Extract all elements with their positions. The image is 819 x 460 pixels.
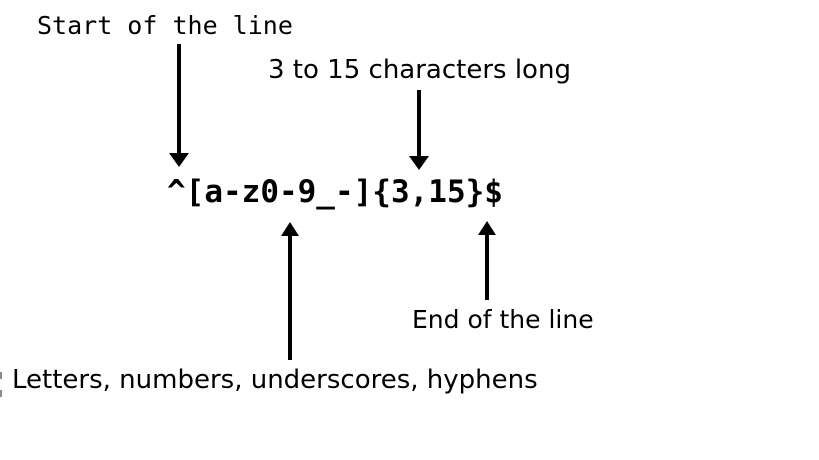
arrow-length-to-quantifier-head-icon [409,156,429,170]
left-edge-artifact [0,372,2,379]
arrow-start-to-caret-head-icon [169,153,189,167]
arrow-charclass-to-class-line [288,235,292,360]
label-end-of-line: End of the line [412,305,594,334]
arrow-length-to-quantifier-line [417,90,421,157]
arrow-end-to-dollar-head-icon [478,221,496,235]
arrow-start-to-caret-line [177,44,181,154]
label-length: 3 to 15 characters long [268,55,571,85]
left-edge-artifact [0,390,2,397]
arrow-end-to-dollar-line [485,234,489,300]
label-character-class: Letters, numbers, underscores, hyphens [12,365,538,395]
label-start-of-line: Start of the line [37,11,293,40]
regex-pattern: ^[a-z0-9_-]{3,15}$ [167,174,503,210]
arrow-charclass-to-class-head-icon [281,222,299,236]
